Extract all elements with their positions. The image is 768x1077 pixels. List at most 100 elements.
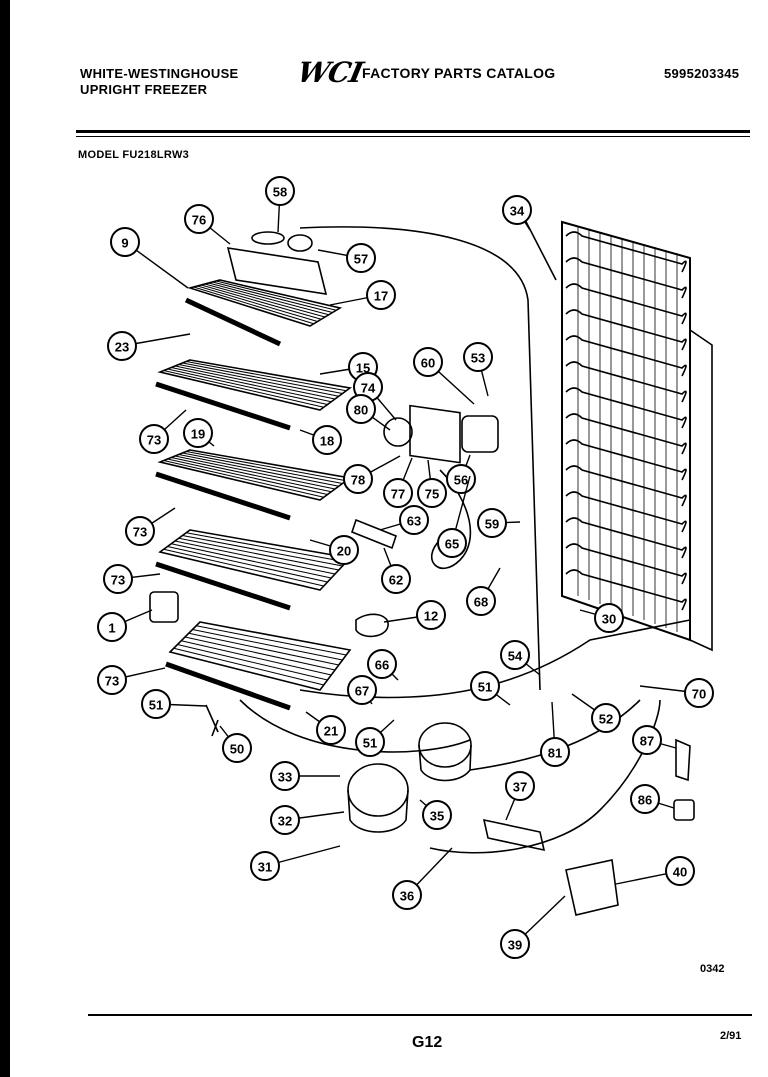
callout-label: 20 xyxy=(337,544,351,559)
callout-label: 62 xyxy=(389,573,403,588)
callout-51: 51 xyxy=(141,689,207,719)
callout-35: 35 xyxy=(419,799,452,830)
callout-circle xyxy=(399,505,429,535)
callout-label: 67 xyxy=(355,684,369,699)
callout-label: 36 xyxy=(400,889,414,904)
cold-control xyxy=(355,613,389,638)
callout-label: 35 xyxy=(430,809,444,824)
callout-36: 36 xyxy=(392,847,453,910)
callout-circle xyxy=(367,649,397,679)
callout-78: 78 xyxy=(343,455,401,494)
callout-59: 59 xyxy=(477,508,521,538)
callout-65: 65 xyxy=(437,475,471,558)
callout-label: 76 xyxy=(192,213,206,228)
coil-tube xyxy=(565,491,687,533)
callout-label: 40 xyxy=(673,865,687,880)
footer-date: 2/91 xyxy=(720,1030,742,1042)
callout-label: 56 xyxy=(454,473,468,488)
callout-circle xyxy=(540,737,570,767)
condenser-coil xyxy=(561,220,713,652)
callout-51: 51 xyxy=(355,719,395,757)
callout-circle xyxy=(500,929,530,959)
callout-86: 86 xyxy=(630,784,675,814)
callout-66: 66 xyxy=(367,649,399,681)
coil-tube xyxy=(565,543,687,585)
callout-18: 18 xyxy=(299,425,342,455)
callout-label: 73 xyxy=(111,573,125,588)
callout-label: 54 xyxy=(508,649,523,664)
coil-tube xyxy=(565,439,687,481)
shelf xyxy=(165,621,352,711)
wire-shelves xyxy=(155,279,352,711)
callout-circle xyxy=(329,535,359,565)
coil-tube xyxy=(565,257,687,299)
model-label: MODEL FU218LRW3 xyxy=(78,149,190,161)
callout-circle xyxy=(383,478,413,508)
coil-tube xyxy=(565,465,687,507)
callout-label: 70 xyxy=(692,687,706,702)
catalog-number: 5995203345 xyxy=(664,66,740,81)
callout-label: 51 xyxy=(363,736,377,751)
callout-circle xyxy=(265,176,295,206)
callout-73: 73 xyxy=(103,564,161,594)
callout-57: 57 xyxy=(317,243,376,273)
callout-label: 51 xyxy=(478,680,492,695)
callout-63: 63 xyxy=(379,505,429,535)
callout-label: 52 xyxy=(599,712,613,727)
drawing-code: 0342 xyxy=(700,963,725,975)
callout-51: 51 xyxy=(470,671,511,706)
electrical-box xyxy=(565,859,619,916)
callout-87: 87 xyxy=(632,725,677,755)
coil-tube xyxy=(565,361,687,403)
callout-circle xyxy=(312,425,342,455)
callout-circle xyxy=(413,347,443,377)
coil-tube xyxy=(565,231,687,273)
callout-label: 75 xyxy=(425,487,439,502)
callout-circle xyxy=(222,733,252,763)
callout-circle xyxy=(125,516,155,546)
callout-20: 20 xyxy=(309,535,359,565)
callout-label: 23 xyxy=(115,340,129,355)
callout-circle xyxy=(684,678,714,708)
callout-circle xyxy=(103,564,133,594)
callout-34: 34 xyxy=(502,195,532,231)
coil-tube xyxy=(565,517,687,559)
page-binding-strip xyxy=(0,0,10,1077)
callout-label: 1 xyxy=(108,621,115,636)
callout-label: 77 xyxy=(391,487,405,502)
page-code: G12 xyxy=(412,1034,443,1051)
callout-76: 76 xyxy=(184,204,231,245)
callout-circle xyxy=(184,204,214,234)
callout-circle xyxy=(591,703,621,733)
callout-label: 81 xyxy=(548,746,562,761)
callout-50: 50 xyxy=(219,725,252,763)
callout-label: 37 xyxy=(513,780,527,795)
callout-circle xyxy=(466,586,496,616)
callout-label: 73 xyxy=(147,433,161,448)
callout-circle xyxy=(417,478,447,508)
callout-32: 32 xyxy=(270,805,345,835)
callout-circle xyxy=(97,612,127,642)
callout-23: 23 xyxy=(107,331,191,361)
callout-label: 58 xyxy=(273,185,287,200)
callout-circle xyxy=(665,856,695,886)
callout-circle xyxy=(107,331,137,361)
relay xyxy=(482,818,546,852)
callout-circle xyxy=(97,665,127,695)
callout-label: 9 xyxy=(121,236,128,251)
callout-label: 19 xyxy=(191,427,205,442)
callout-label: 78 xyxy=(351,473,365,488)
callout-circle xyxy=(139,424,169,454)
callout-label: 50 xyxy=(230,742,244,757)
callout-circle xyxy=(381,564,411,594)
coil-tube xyxy=(565,569,687,611)
callout-circle xyxy=(347,675,377,705)
coil-tube xyxy=(565,413,687,455)
coil-tube xyxy=(565,309,687,351)
callout-circle xyxy=(463,342,493,372)
callout-circle xyxy=(346,243,376,273)
callout-label: 60 xyxy=(421,356,435,371)
callout-74: 74 xyxy=(353,372,397,421)
callout-circle xyxy=(630,784,660,814)
